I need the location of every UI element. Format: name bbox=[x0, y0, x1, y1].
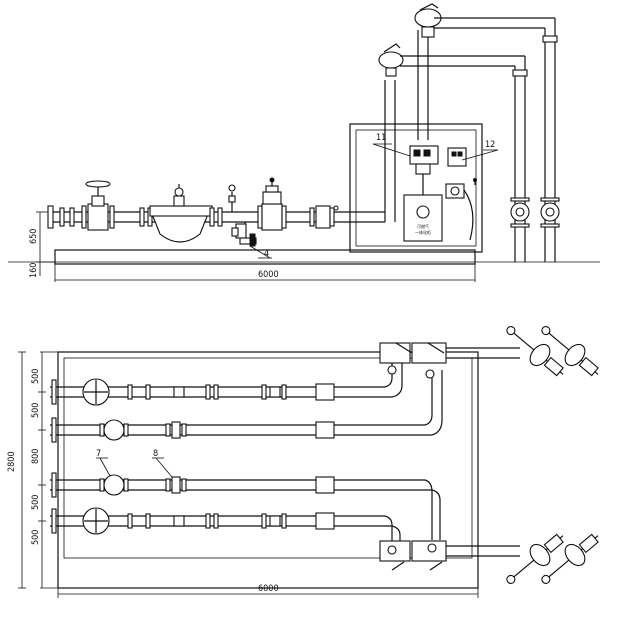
thermometer bbox=[228, 184, 236, 212]
control-valve bbox=[257, 177, 287, 231]
check-valve bbox=[309, 205, 339, 229]
callout-12-label: 12 bbox=[485, 140, 495, 150]
cabinet-text-1: 可燃气 bbox=[417, 223, 429, 229]
dim-s2: 500 bbox=[31, 403, 41, 418]
callout-8-label: 8 bbox=[153, 449, 158, 459]
plan-skid-outer bbox=[57, 351, 479, 589]
dim-s4: 500 bbox=[31, 495, 41, 510]
gate-valve bbox=[81, 180, 115, 231]
dim-650: 650 bbox=[29, 229, 39, 244]
dim-s3: 800 bbox=[31, 449, 41, 464]
plan-view: 7 8 2800 500 500 800 500 500 6000 bbox=[7, 326, 599, 598]
cabinet-text-2: 一体化柜 bbox=[415, 229, 431, 235]
callout-11: 11 bbox=[372, 133, 411, 157]
callout-12: 12 bbox=[461, 140, 499, 161]
drain-valve bbox=[231, 222, 257, 247]
callout-7-label: 7 bbox=[96, 449, 101, 459]
integrated-cabinet: 可燃气 一体化柜 bbox=[349, 123, 483, 253]
dim-2800: 2800 bbox=[7, 451, 17, 472]
dim-160: 160 bbox=[29, 263, 39, 278]
flow-meter bbox=[149, 184, 223, 243]
callout-11-label: 11 bbox=[376, 133, 386, 143]
plan-dimensions: 2800 500 500 800 500 500 6000 bbox=[7, 351, 479, 598]
plan-outlet-valves bbox=[506, 326, 599, 584]
riser-pipes bbox=[378, 3, 560, 262]
dim-6000-elevation: 6000 bbox=[258, 270, 279, 280]
dim-s1: 500 bbox=[31, 369, 41, 384]
elevation-dimensions: 650 160 6000 bbox=[29, 211, 475, 281]
callout-7: 7 bbox=[96, 449, 111, 477]
plan-pipe-rows bbox=[50, 342, 520, 571]
display-controller bbox=[447, 147, 467, 167]
callout-4-label: 4 bbox=[264, 249, 269, 259]
callout-4: 4 bbox=[249, 245, 272, 259]
plan-fittings bbox=[51, 378, 335, 535]
elevation-view: 可燃气 一体化柜 bbox=[8, 3, 600, 282]
dim-s5: 500 bbox=[31, 530, 41, 545]
inlet-flange bbox=[47, 205, 54, 229]
callout-8: 8 bbox=[152, 449, 173, 478]
dim-6000-plan: 6000 bbox=[258, 584, 279, 594]
emblem-icon bbox=[416, 205, 430, 219]
